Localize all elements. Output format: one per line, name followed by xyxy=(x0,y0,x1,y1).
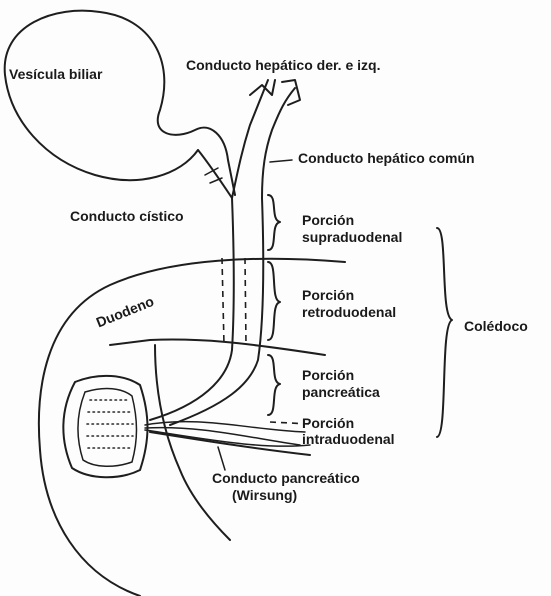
leader-wirsung xyxy=(218,447,225,470)
label-supraduodenal-2: supraduodenal xyxy=(302,229,402,246)
common-duct-right-wall xyxy=(170,198,263,425)
bracket-retroduodenal xyxy=(268,262,280,340)
label-cistico: Conducto cístico xyxy=(70,208,184,225)
retroduodenal-dash-right xyxy=(245,258,246,345)
label-hepatico-comun: Conducto hepático común xyxy=(298,150,475,167)
duodenum-wall xyxy=(39,259,345,596)
leader-hepatico-comun xyxy=(270,160,292,162)
label-intraduodenal-1: Porción xyxy=(302,415,354,432)
label-supraduodenal-1: Porción xyxy=(302,212,354,229)
label-retroduodenal-2: retroduodenal xyxy=(302,304,396,321)
label-pancreatica-1: Porción xyxy=(302,367,354,384)
label-vesicula: Vesícula biliar xyxy=(9,66,102,83)
bracket-supraduodenal xyxy=(268,195,280,250)
label-hepatico-der-izq: Conducto hepático der. e izq. xyxy=(186,57,380,74)
label-coledoco: Colédoco xyxy=(464,318,528,335)
papilla-outer xyxy=(63,376,147,477)
common-duct-left-wall xyxy=(150,198,234,420)
label-pancreatico-1: Conducto pancreático xyxy=(212,470,360,487)
label-retroduodenal-1: Porción xyxy=(302,287,354,304)
gallbladder-shape xyxy=(5,11,235,195)
label-pancreatico-2: (Wirsung) xyxy=(232,487,297,504)
label-intraduodenal-2: intraduodenal xyxy=(302,431,395,448)
label-pancreatica-2: pancreática xyxy=(302,384,380,401)
duodenum-inner-wall xyxy=(110,340,325,355)
retroduodenal-dash-left xyxy=(222,258,224,345)
bracket-coledoco xyxy=(437,228,452,437)
bracket-pancreatica xyxy=(268,355,280,415)
